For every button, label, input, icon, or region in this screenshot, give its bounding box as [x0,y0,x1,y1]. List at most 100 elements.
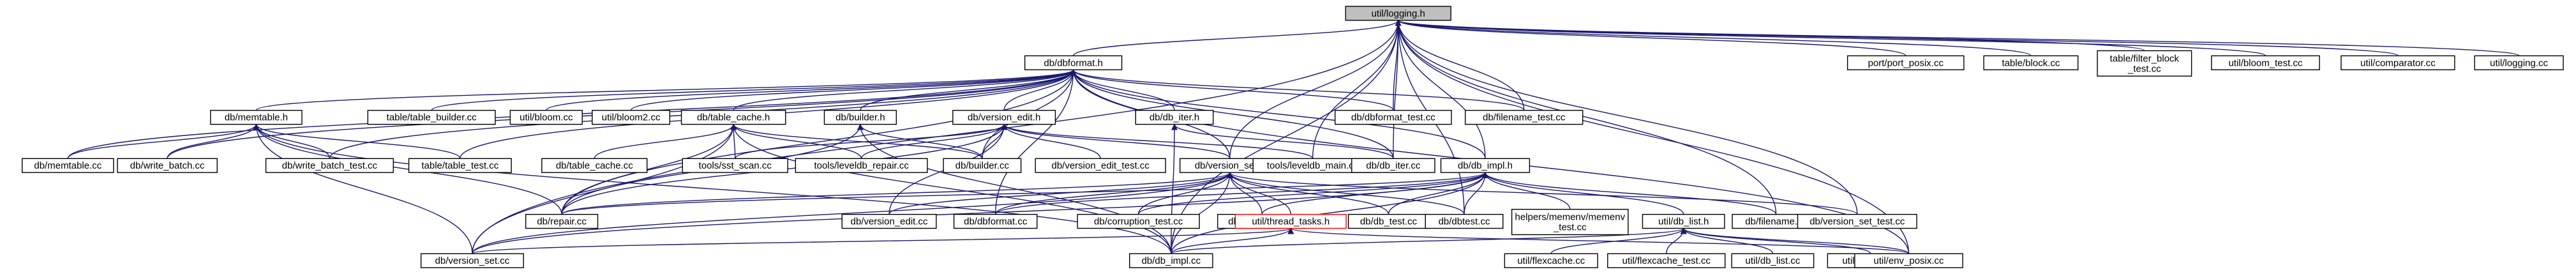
node-box [525,213,599,229]
node-label: db/repair.cc [537,217,587,227]
node-comparator-cc[interactable]: util/comparator.cc [2340,55,2455,70]
node-box [823,110,897,125]
node-db-list-cc[interactable]: util/db_list.cc [1731,253,1815,268]
node-version-edit-h[interactable]: db/version_edit.h [952,110,1056,125]
node-label: db/db_impl.cc [1142,255,1201,266]
node-filename-test[interactable]: db/filename_test.cc [1465,110,1584,125]
edge-db_impl_h-to-db_impl_cc [1171,172,1488,254]
node-box [1345,6,1451,21]
node-label: table/filter_block [2110,53,2180,64]
edge-thread_tasks-to-version_set_cc [472,227,1294,254]
edge-dbformat_h-to-dbformat_cc [995,69,1077,215]
edge-builder_h-to-db_impl_cc [857,123,1172,254]
edge-table_cache_h-to-db_impl_cc [730,123,1172,254]
node-box [1077,213,1200,229]
node-dbformat-test[interactable]: db/dbformat_test.cc [1335,110,1452,125]
node-label: db/builder.h [835,112,885,123]
node-box [1465,110,1584,125]
node-version-set-cc[interactable]: db/version_set.cc [420,253,524,268]
edge-version_set_h-to-version_set_test [1227,172,1858,215]
node-builder-cc[interactable]: db/builder.cc [943,158,1022,173]
node-label: util/flexcache.cc [1517,255,1585,266]
node-corruption-test[interactable]: db/corruption_test.cc [1077,213,1200,229]
node-posix-cc[interactable]: port/port_posix.cc [1846,55,1965,70]
node-env-posix[interactable]: util/env_posix.cc [1854,253,1963,268]
node-version-edit-test[interactable]: db/version_edit_test.cc [1035,158,1166,173]
node-db-impl-h[interactable]: db/db_impl.h [1440,158,1531,173]
node-sst-scan[interactable]: tools/sst_scan.cc [682,158,788,173]
node-logging-cc[interactable]: util/logging.cc [2474,55,2564,70]
node-db-impl-cc[interactable]: db/db_impl.cc [1129,253,1213,268]
node-memtable-h[interactable]: db/memtable.h [210,110,303,125]
node-thread-tasks[interactable]: util/thread_tasks.h [1234,213,1347,229]
node-version-edit-cc[interactable]: db/version_edit.cc [841,213,937,229]
node-bloom-cc[interactable]: util/bloom.cc [509,110,583,125]
node-table-builder-cc[interactable]: table/table_builder.cc [367,110,496,125]
edge-version_set_h-to-version_set_cc [472,172,1233,254]
edge-logging_h-to-version_set_h [1229,19,1402,159]
node-box [1135,110,1214,125]
edge-db_list_h-to-env_posix [1680,227,1910,254]
node-box [1731,253,1815,268]
node-db-iter-cc[interactable]: db/db_iter.cc [1351,158,1435,173]
node-leveldb-repair[interactable]: tools/leveldb_repair.cc [795,158,928,173]
edge-memtable_h-to-table_test_cc [253,123,461,159]
edge-dbformat_h-to-memtable_h [255,69,1077,111]
node-builder-h[interactable]: db/builder.h [823,110,897,125]
node-dbtest[interactable]: db/dbtest.cc [1425,213,1504,229]
node-label: db/db_iter.cc [1366,160,1421,171]
node-leveldb-main[interactable]: tools/leveldb_main.cc [1252,158,1373,173]
node-box [2211,55,2320,70]
node-memenv-test[interactable]: helpers/memenv/memenv_test.cc [1511,209,1629,236]
node-repair-cc[interactable]: db/repair.cc [525,213,599,229]
edge-logging_h-to-filename_cc [1395,19,1777,215]
node-box [1504,253,1598,268]
node-bloom2-cc[interactable]: util/bloom2.cc [592,110,671,125]
node-flexcache-cc[interactable]: util/flexcache.cc [1504,253,1598,268]
node-label: db/filename.cc [1745,217,1807,227]
node-box [1607,253,1726,268]
node-filter-block-test[interactable]: table/filter_block_test.cc [2097,50,2192,77]
node-box [841,213,937,229]
node-block-cc[interactable]: table/block.cc [1983,55,2079,70]
edge-builder_h-to-builder_cc [857,123,983,159]
node-label: db/dbformat_test.cc [1351,112,1435,123]
edge-dbformat_h-to-dbformat_test [1070,69,1394,111]
node-box [1335,110,1452,125]
node-box [210,110,303,125]
node-version-set-test[interactable]: db/version_set_test.cc [1797,213,1917,229]
edge-version_edit_h-to-version_edit_test [1001,123,1101,159]
node-label: db/version_edit_test.cc [1051,160,1149,171]
edge-db_impl_h-to-version_set_cc [472,172,1488,254]
edge-dbformat_h-to-bloom_cc [546,69,1077,111]
node-db-test[interactable]: db/db_test.cc [1347,213,1430,229]
node-box [1351,158,1435,173]
node-write-batch-test[interactable]: db/write_batch_test.cc [265,158,394,173]
edge-db_impl_h-to-repair_cc [561,172,1488,215]
node-flexcache-test[interactable]: util/flexcache_test.cc [1607,253,1726,268]
node-label: db/builder.cc [955,160,1010,171]
node-table-test-cc[interactable]: table/table_test.cc [408,158,512,173]
edge-version_set_h-to-corruption_test [1137,172,1233,215]
node-label: util/logging.cc [2490,57,2548,68]
edge-memtable_h-to-version_set_cc [253,123,473,254]
node-box [680,110,786,125]
node-db-iter-h[interactable]: db/db_iter.h [1135,110,1214,125]
edge-db_list_h-to-db_list_cc [1680,227,1774,254]
nodes-layer: util/logging.h db/dbformat.h port/port_pos… [22,6,2564,268]
node-db-list-h[interactable]: util/db_list.h [1642,213,1725,229]
node-table-cache-cc[interactable]: db/table_cache.cc [541,158,648,173]
node-dbformat-h[interactable]: db/dbformat.h [1024,55,1123,70]
edge-dbformat_h-to-filename_test [1070,69,1525,111]
node-bloom-test[interactable]: util/bloom_test.cc [2211,55,2320,70]
node-table-cache-h[interactable]: db/table_cache.h [680,110,786,125]
edge-version_edit_h-to-version_set_h [1001,123,1231,159]
edge-db_list_h-to-flexcache_cc [1550,227,1687,254]
node-dbformat-cc[interactable]: db/dbformat.cc [953,213,1038,229]
edge-thread_tasks-to-db_impl_cc [1171,227,1294,254]
node-logging-h[interactable]: util/logging.h [1345,6,1451,21]
node-label: tools/leveldb_main.cc [1267,160,1359,171]
node-label: db/db_impl.h [1458,160,1513,171]
node-write-batch-cc[interactable]: db/write_batch.cc [117,158,218,173]
node-memtable-cc[interactable]: db/memtable.cc [22,158,114,173]
